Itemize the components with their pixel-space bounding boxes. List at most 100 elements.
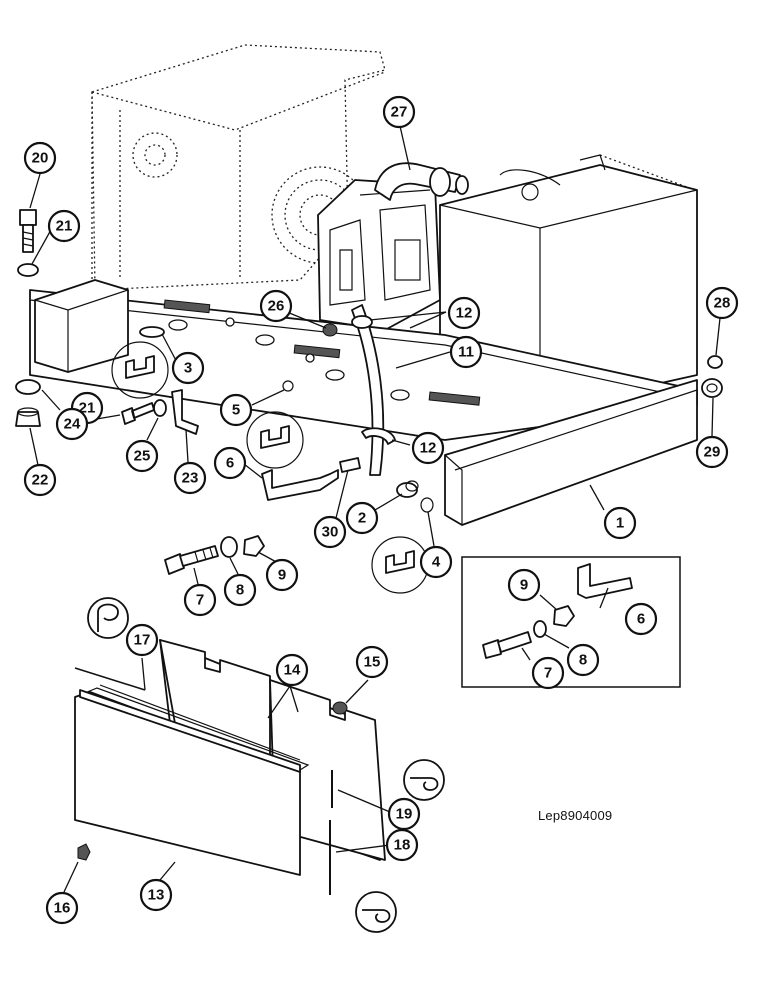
svg-text:29: 29 bbox=[704, 444, 721, 461]
callout-3: 3 bbox=[171, 351, 205, 385]
callout-6: 6 bbox=[213, 446, 247, 480]
grommet-3 bbox=[139, 326, 165, 338]
svg-text:7: 7 bbox=[544, 665, 552, 682]
callout-13: 13 bbox=[139, 878, 173, 912]
callout-4: 4 bbox=[419, 545, 453, 579]
callout-21-top: 21 bbox=[47, 209, 81, 243]
callout-17: 17 bbox=[125, 623, 159, 657]
svg-text:20: 20 bbox=[32, 150, 49, 167]
washer-25 bbox=[153, 399, 167, 417]
svg-text:9: 9 bbox=[278, 567, 286, 584]
svg-text:14: 14 bbox=[284, 662, 301, 679]
svg-text:8: 8 bbox=[579, 652, 587, 669]
callout-7: 7 bbox=[183, 583, 217, 617]
bolt-24 bbox=[121, 402, 155, 425]
svg-text:2: 2 bbox=[358, 510, 366, 527]
svg-text:4: 4 bbox=[432, 554, 441, 571]
svg-text:26: 26 bbox=[268, 298, 285, 315]
svg-text:11: 11 bbox=[458, 344, 474, 361]
leader-lines bbox=[29, 125, 721, 893]
plug-29 bbox=[701, 378, 723, 398]
panel-assembly bbox=[74, 639, 386, 876]
clamp-12-upper bbox=[351, 315, 373, 329]
callout-14: 14 bbox=[275, 653, 309, 687]
detail-inset-box bbox=[461, 556, 681, 688]
svg-text:12: 12 bbox=[420, 440, 437, 457]
svg-text:17: 17 bbox=[134, 632, 151, 649]
washer-21-top bbox=[17, 263, 39, 277]
grommet-5 bbox=[282, 380, 294, 392]
callout-1: 1 bbox=[603, 506, 637, 540]
svg-text:15: 15 bbox=[364, 654, 381, 671]
bolt-7 bbox=[164, 545, 219, 575]
washer-8 bbox=[220, 536, 238, 558]
svg-text:22: 22 bbox=[32, 472, 49, 489]
svg-text:27: 27 bbox=[391, 104, 408, 121]
callout-12-upper: 12 bbox=[447, 296, 481, 330]
fastener-symbol-icon bbox=[87, 597, 445, 933]
callout-16: 16 bbox=[45, 891, 79, 925]
callout-11: 11 bbox=[449, 335, 483, 369]
svg-text:28: 28 bbox=[714, 295, 731, 312]
callout-18: 18 bbox=[385, 828, 419, 862]
cap-28 bbox=[707, 355, 723, 369]
callout-5: 5 bbox=[219, 393, 253, 427]
washer-21-lower bbox=[15, 379, 41, 395]
ring-4 bbox=[420, 497, 434, 513]
callout-26: 26 bbox=[259, 289, 293, 323]
svg-text:23: 23 bbox=[182, 470, 199, 487]
callout-12-lower: 12 bbox=[411, 431, 445, 465]
nut-22 bbox=[15, 407, 41, 427]
seal-17 bbox=[74, 667, 146, 691]
bolt-20 bbox=[19, 209, 37, 253]
clamp-12-lower bbox=[361, 427, 396, 445]
svg-text:16: 16 bbox=[54, 900, 71, 917]
callout-28: 28 bbox=[705, 286, 739, 320]
clip-detail-circles bbox=[111, 341, 429, 594]
callout-7-inset: 7 bbox=[531, 656, 565, 690]
svg-text:8: 8 bbox=[236, 582, 244, 599]
svg-text:25: 25 bbox=[134, 448, 151, 465]
callout-8: 8 bbox=[223, 573, 257, 607]
callout-9-inset: 9 bbox=[507, 568, 541, 602]
callout-25: 25 bbox=[125, 439, 159, 473]
callout-30: 30 bbox=[313, 515, 347, 549]
callout-2: 2 bbox=[345, 501, 379, 535]
svg-text:19: 19 bbox=[396, 806, 413, 823]
svg-text:24: 24 bbox=[64, 416, 81, 433]
svg-text:18: 18 bbox=[394, 837, 411, 854]
svg-text:1: 1 bbox=[616, 515, 624, 532]
side-cover-1 bbox=[444, 379, 698, 526]
svg-text:12: 12 bbox=[456, 305, 473, 322]
callout-27: 27 bbox=[382, 95, 416, 129]
svg-text:6: 6 bbox=[637, 611, 645, 628]
nut-26 bbox=[322, 323, 338, 337]
callout-15: 15 bbox=[355, 645, 389, 679]
svg-text:30: 30 bbox=[322, 524, 339, 541]
nut-15 bbox=[332, 701, 348, 715]
svg-text:21: 21 bbox=[56, 218, 73, 235]
callout-22: 22 bbox=[23, 463, 57, 497]
callout-6-inset: 6 bbox=[624, 602, 658, 636]
figure-reference-code: Lep8904009 bbox=[538, 808, 613, 823]
nut-9 bbox=[243, 535, 265, 557]
callout-9: 9 bbox=[265, 558, 299, 592]
svg-text:7: 7 bbox=[196, 592, 204, 609]
clip-30 bbox=[339, 457, 361, 473]
support-bracket-6 bbox=[261, 469, 339, 501]
callout-20: 20 bbox=[23, 141, 57, 175]
plug-2 bbox=[396, 480, 419, 498]
callout-29: 29 bbox=[695, 435, 729, 469]
callout-24: 24 bbox=[55, 407, 89, 441]
battery-box bbox=[34, 279, 129, 373]
callout-23: 23 bbox=[173, 461, 207, 495]
callout-8-inset: 8 bbox=[566, 643, 600, 677]
callout-19: 19 bbox=[387, 797, 421, 831]
svg-text:6: 6 bbox=[226, 455, 234, 472]
svg-text:5: 5 bbox=[232, 402, 240, 419]
svg-text:3: 3 bbox=[184, 360, 192, 377]
svg-text:13: 13 bbox=[148, 887, 165, 904]
bracket-23 bbox=[171, 389, 199, 435]
svg-text:9: 9 bbox=[520, 577, 528, 594]
